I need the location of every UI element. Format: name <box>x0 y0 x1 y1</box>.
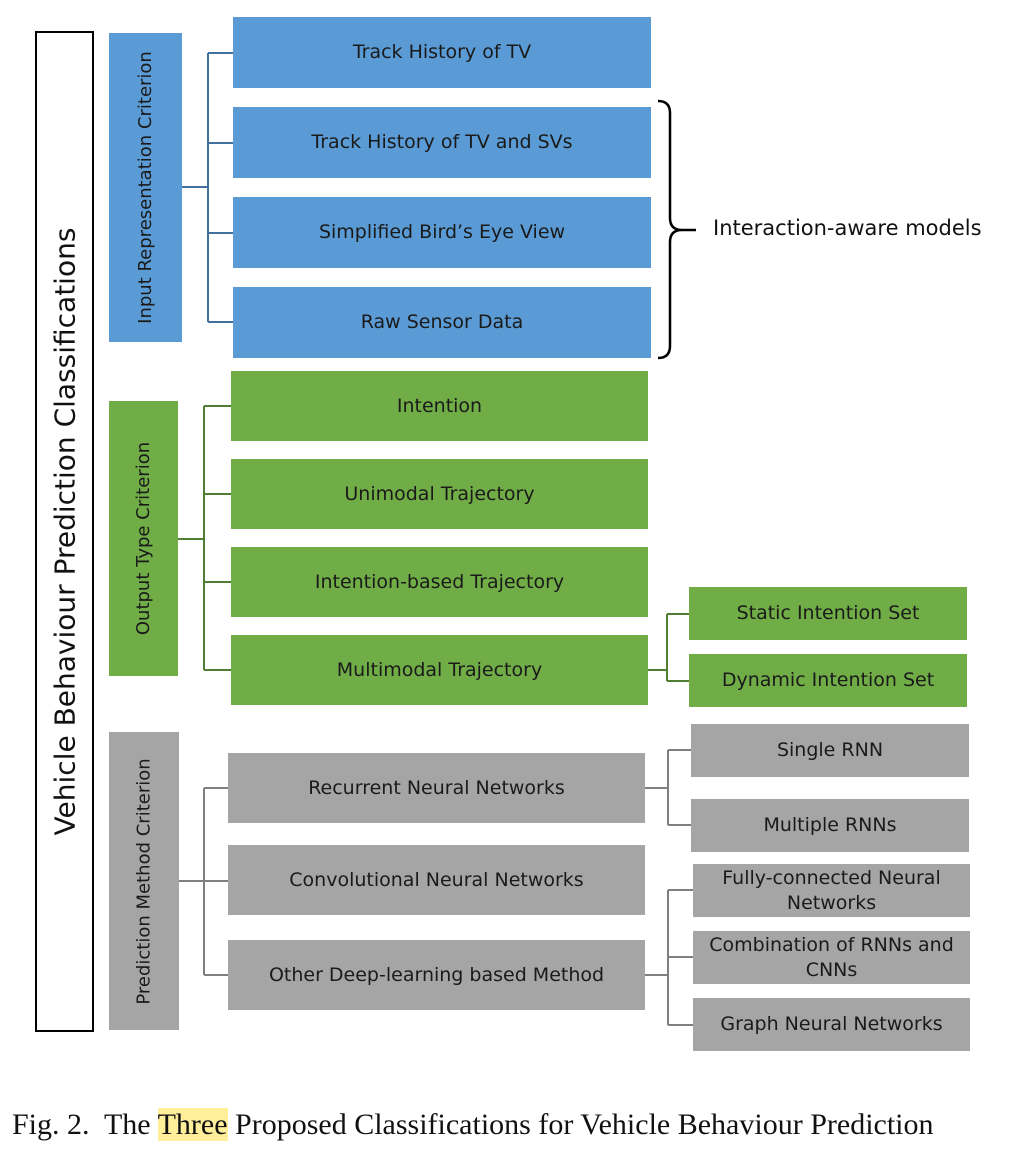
output-item-multimodal: Multimodal Trajectory <box>231 635 648 705</box>
output-sub-static-intention: Static Intention Set <box>689 587 967 640</box>
method-sub-graph-nn: Graph Neural Networks <box>693 998 970 1051</box>
main-title-frame: Vehicle Behaviour Prediction Classificat… <box>35 31 94 1032</box>
caption-prefix: Fig. 2. The <box>12 1108 158 1141</box>
output-criterion-label-box: Output Type Criterion <box>109 401 178 676</box>
caption-suffix: Proposed Classifications for Vehicle Beh… <box>227 1108 934 1141</box>
interaction-aware-label: Interaction-aware models <box>713 216 982 240</box>
input-connector <box>182 52 233 323</box>
method-sub-rnn-cnn: Combination of RNNs and CNNs <box>693 931 970 984</box>
method-sub-single-rnn: Single RNN <box>691 724 969 777</box>
input-item-track-history-tv: Track History of TV <box>233 17 651 88</box>
input-criterion-label: Input Representation Criterion <box>135 51 156 324</box>
output-item-intention: Intention <box>231 371 648 441</box>
output-item-unimodal: Unimodal Trajectory <box>231 459 648 529</box>
method-item-other: Other Deep-learning based Method <box>228 940 645 1010</box>
input-item-raw-sensor-data: Raw Sensor Data <box>233 287 651 358</box>
method-item-rnn: Recurrent Neural Networks <box>228 753 645 823</box>
method-criterion-label-box: Prediction Method Criterion <box>109 732 179 1030</box>
output-criterion-label: Output Type Criterion <box>133 441 154 636</box>
input-criterion-label-box: Input Representation Criterion <box>109 33 182 342</box>
caption-highlight: Three <box>157 1108 228 1141</box>
input-item-track-history-tv-svs: Track History of TV and SVs <box>233 107 651 178</box>
method-sub-multiple-rnns: Multiple RNNs <box>691 799 969 852</box>
method-item-cnn: Convolutional Neural Networks <box>228 845 645 915</box>
output-connector <box>178 405 689 682</box>
main-title: Vehicle Behaviour Prediction Classificat… <box>48 227 81 836</box>
figure-caption: Fig. 2. The Three Proposed Classificatio… <box>12 1108 934 1142</box>
interaction-brace <box>657 99 683 360</box>
output-item-intention-based: Intention-based Trajectory <box>231 547 648 617</box>
input-item-birds-eye-view: Simplified Bird’s Eye View <box>233 197 651 268</box>
method-connector <box>179 749 693 1026</box>
output-sub-dynamic-intention: Dynamic Intention Set <box>689 654 967 707</box>
method-criterion-label: Prediction Method Criterion <box>133 757 155 1005</box>
method-sub-fully-connected: Fully-connected Neural Networks <box>693 864 970 917</box>
